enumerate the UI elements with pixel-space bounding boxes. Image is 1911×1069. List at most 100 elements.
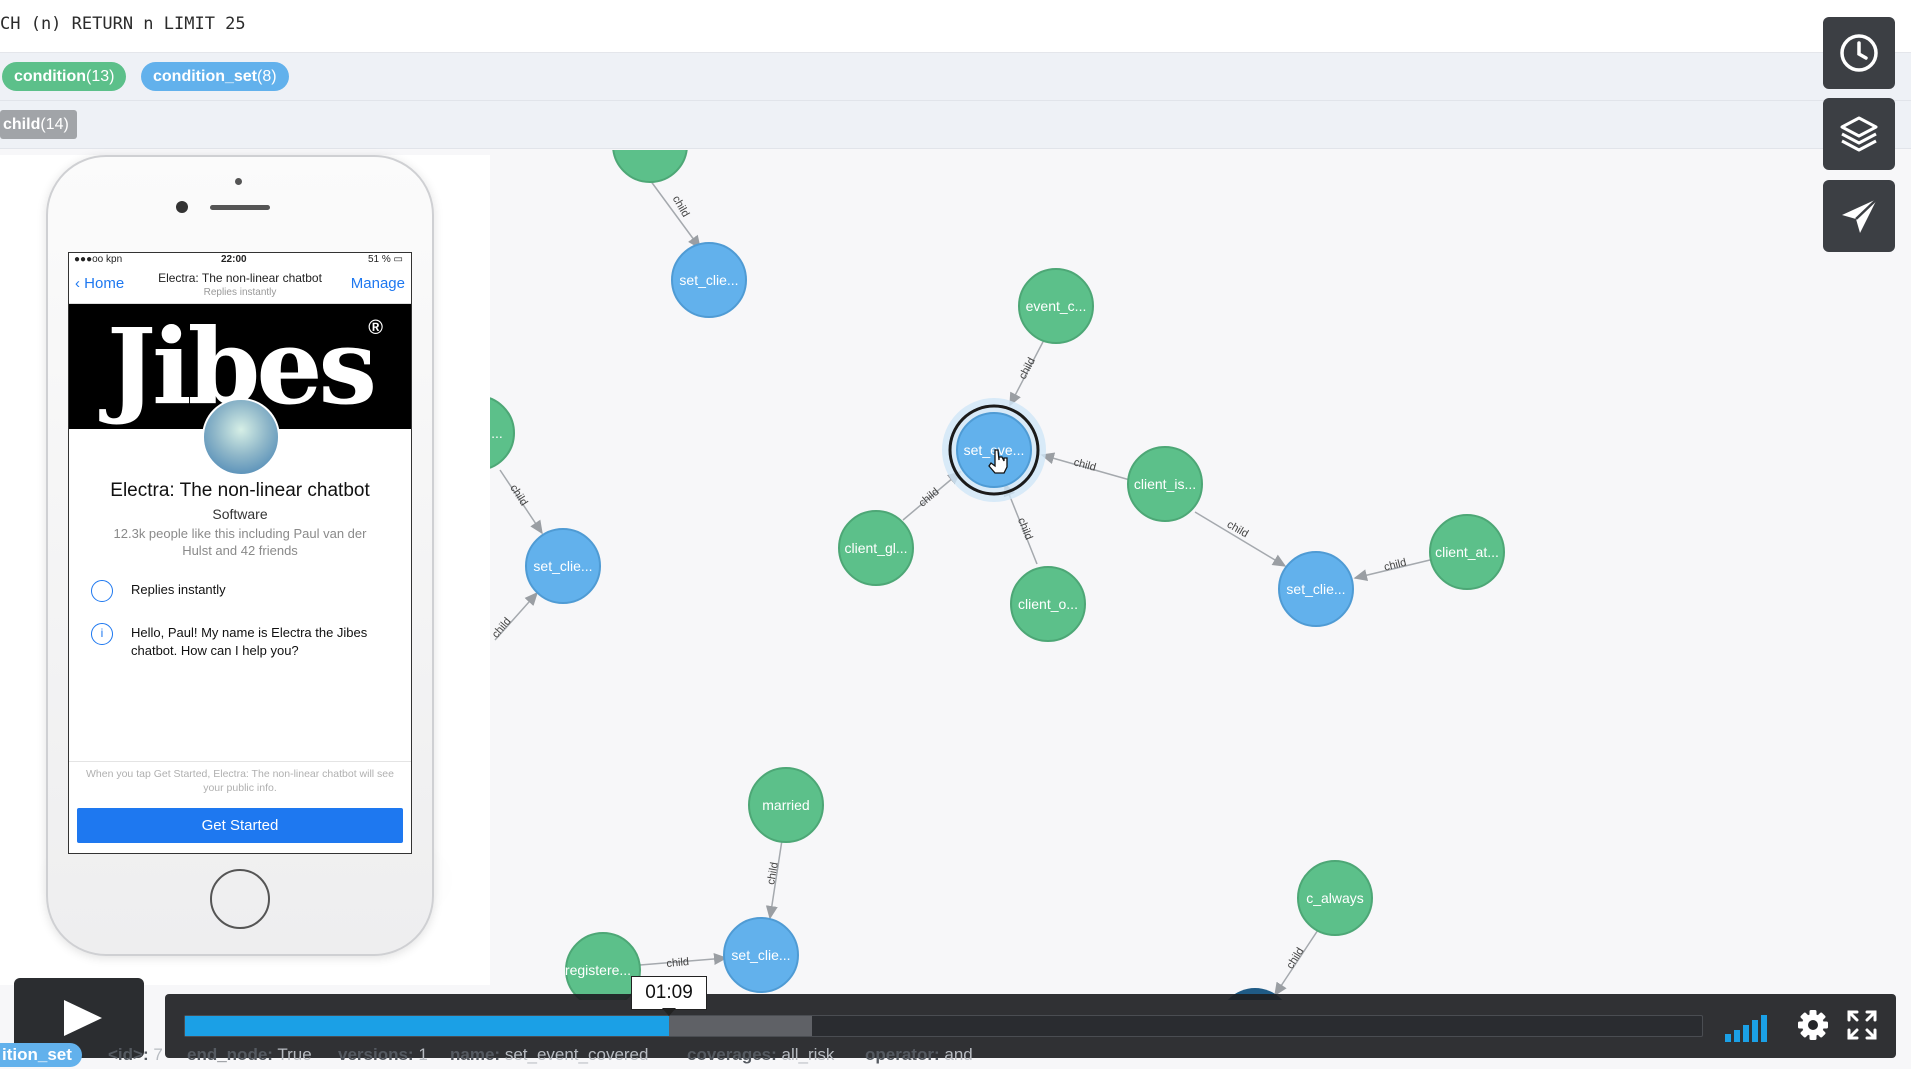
svg-text:event_c...: event_c... bbox=[1026, 298, 1087, 314]
edge-label: child bbox=[1017, 356, 1038, 382]
time-tooltip: 01:09 bbox=[631, 976, 707, 1016]
svg-text:married: married bbox=[762, 797, 809, 813]
registered-mark: ® bbox=[368, 317, 383, 339]
node-set-clie-4[interactable]: set_clie... bbox=[723, 917, 799, 993]
edge-label: child bbox=[1284, 946, 1306, 972]
edge bbox=[649, 179, 701, 250]
bot-name: Electra: The non-linear chatbot bbox=[110, 480, 370, 501]
graph-svg[interactable]: child child child child child child chil… bbox=[0, 150, 1911, 1000]
node-client-o[interactable]: client_o... bbox=[1010, 566, 1086, 642]
edge bbox=[1194, 511, 1287, 567]
chat-bubble-icon bbox=[91, 580, 113, 602]
edge-label: child bbox=[670, 194, 692, 220]
edge bbox=[639, 952, 728, 966]
pill-name: condition bbox=[14, 68, 86, 85]
back-button[interactable]: ‹ Home bbox=[75, 275, 125, 292]
carrier: ●●●oo kpn bbox=[74, 254, 123, 265]
edge bbox=[1353, 559, 1431, 582]
rel-pill-child[interactable]: child(14) bbox=[0, 110, 77, 139]
edge-label: child bbox=[765, 861, 781, 885]
node-registere[interactable]: registere... bbox=[565, 932, 641, 1000]
pill-count: (8) bbox=[257, 68, 277, 85]
progress-played bbox=[185, 1016, 669, 1036]
nav-subtitle: Replies instantly bbox=[203, 287, 277, 298]
send-button[interactable] bbox=[1823, 180, 1895, 252]
video-control-bar bbox=[165, 994, 1896, 1058]
prop-id: <id>: 7 bbox=[108, 1045, 163, 1064]
node-client-gl[interactable]: client_gl... bbox=[838, 510, 914, 586]
phone-screen: ●●●oo kpn 22:00 51 % ▭ ‹ Home Electra: T… bbox=[68, 252, 412, 854]
node-set-clie-2[interactable]: set_clie... bbox=[1278, 551, 1354, 627]
svg-text:registere...: registere... bbox=[565, 962, 631, 978]
node-event-c[interactable]: event_c... bbox=[1018, 268, 1094, 344]
edge-label: child bbox=[1383, 557, 1408, 574]
svg-text:client_o...: client_o... bbox=[1018, 596, 1078, 612]
prop-operator: operator: and bbox=[865, 1045, 973, 1064]
node-n-top-green[interactable] bbox=[612, 150, 688, 183]
svg-text:set_clie...: set_clie... bbox=[1286, 581, 1345, 597]
pill-count: (13) bbox=[85, 68, 115, 85]
svg-text:client_at...: client_at... bbox=[1435, 544, 1499, 560]
node-set-clie-1[interactable]: set_clie... bbox=[671, 242, 747, 318]
back-label: Home bbox=[84, 275, 125, 292]
hand-cursor-icon bbox=[988, 449, 1008, 474]
prop-name: name: set_event_covered bbox=[450, 1045, 649, 1064]
node-set-clie-3[interactable]: set_clie... bbox=[525, 528, 601, 604]
node-properties-bar: ition_set <id>: 7 end_node: True version… bbox=[0, 1043, 1100, 1069]
bot-category: Software bbox=[212, 506, 268, 522]
label-pill-condition[interactable]: condition(13) bbox=[2, 62, 127, 91]
messenger-nav: ‹ Home Electra: The non-linear chatbot R… bbox=[69, 267, 411, 304]
divider bbox=[69, 761, 411, 762]
property-label-tag[interactable]: ition_set bbox=[0, 1043, 82, 1067]
edge bbox=[1009, 337, 1046, 407]
fullscreen-icon[interactable] bbox=[1845, 1008, 1879, 1042]
edge-label: child bbox=[507, 483, 529, 509]
svg-text:client_gl...: client_gl... bbox=[844, 540, 907, 556]
node-labels-row: condition(13) condition_set(8) bbox=[0, 53, 1911, 101]
phone-sensor bbox=[235, 178, 242, 185]
settings-gear-icon[interactable] bbox=[1796, 1008, 1830, 1042]
history-icon bbox=[1840, 34, 1878, 72]
info-text: Hello, Paul! My name is Electra the Jibe… bbox=[131, 625, 368, 658]
edge bbox=[902, 471, 962, 521]
battery: 51 % ▭ bbox=[367, 254, 403, 265]
volume-icon[interactable] bbox=[1725, 1010, 1775, 1042]
edge-label: child bbox=[917, 486, 942, 510]
play-button[interactable] bbox=[14, 978, 144, 1058]
pill-name: condition_set bbox=[153, 68, 258, 85]
svg-text:set_clie...: set_clie... bbox=[533, 558, 592, 574]
node-set-eve-selected[interactable]: set_eve... bbox=[942, 398, 1046, 502]
clock: 22:00 bbox=[221, 254, 247, 265]
bot-avatar bbox=[202, 398, 280, 476]
edge bbox=[1040, 452, 1131, 481]
layers-button[interactable] bbox=[1823, 98, 1895, 170]
query-text[interactable]: CH (n) RETURN n LIMIT 25 bbox=[0, 14, 246, 34]
prop-end-node: end_node: True bbox=[187, 1045, 312, 1064]
pill-name: child bbox=[3, 116, 41, 133]
prop-versions: versions: 1 bbox=[338, 1045, 428, 1064]
manage-button[interactable]: Manage bbox=[350, 275, 405, 292]
edge bbox=[494, 591, 538, 641]
history-button[interactable] bbox=[1823, 17, 1895, 89]
svg-text:set_eve...: set_eve... bbox=[964, 442, 1025, 458]
node-c-always[interactable]: c_always bbox=[1297, 860, 1373, 936]
edge-label: child bbox=[1072, 456, 1097, 473]
node-client-is[interactable]: client_is... bbox=[1127, 446, 1203, 522]
layers-icon bbox=[1840, 116, 1878, 152]
edge-label: child bbox=[490, 616, 514, 641]
edge bbox=[1274, 929, 1319, 997]
node-client-at[interactable]: client_at... bbox=[1429, 514, 1505, 590]
info-text: Replies instantly bbox=[131, 582, 226, 597]
node-married[interactable]: married bbox=[748, 767, 824, 843]
svg-text:...: ... bbox=[491, 425, 503, 441]
label-pill-condition-set[interactable]: condition_set(8) bbox=[141, 62, 289, 91]
pill-count: (14) bbox=[40, 116, 69, 133]
info-icon: i bbox=[91, 623, 113, 645]
phone-speaker bbox=[210, 205, 270, 210]
query-bar[interactable]: CH (n) RETURN n LIMIT 25 bbox=[0, 0, 1911, 53]
svg-text:set_clie...: set_clie... bbox=[731, 947, 790, 963]
progress-track[interactable] bbox=[184, 1015, 1703, 1037]
edge bbox=[765, 839, 783, 920]
play-icon bbox=[64, 1000, 102, 1036]
get-started-button[interactable]: Get Started bbox=[77, 808, 403, 843]
